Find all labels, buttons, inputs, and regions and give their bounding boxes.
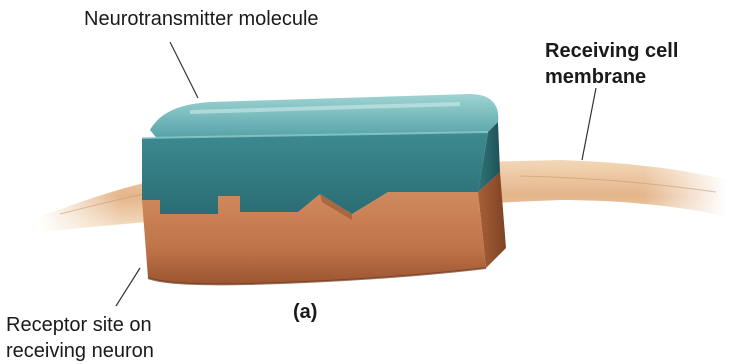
neurotransmitter-label: Neurotransmitter molecule <box>84 6 319 32</box>
membrane-label-line1: Receiving cell <box>545 38 678 64</box>
panel-label: (a) <box>293 299 317 325</box>
receptor-label-line2: receiving neuron <box>6 338 154 364</box>
receptor-label: Receptor site on receiving neuron <box>6 312 154 364</box>
panel-label-text: (a) <box>293 301 317 323</box>
neurotransmitter-label-text: Neurotransmitter molecule <box>84 8 319 30</box>
membrane-label-line2: membrane <box>545 64 678 90</box>
leader-line-neurotransmitter <box>170 42 198 98</box>
membrane-label: Receiving cell membrane <box>545 38 678 90</box>
receptor-label-line1: Receptor site on <box>6 312 154 338</box>
leader-line-membrane <box>582 88 596 160</box>
leader-line-receptor <box>116 268 140 306</box>
